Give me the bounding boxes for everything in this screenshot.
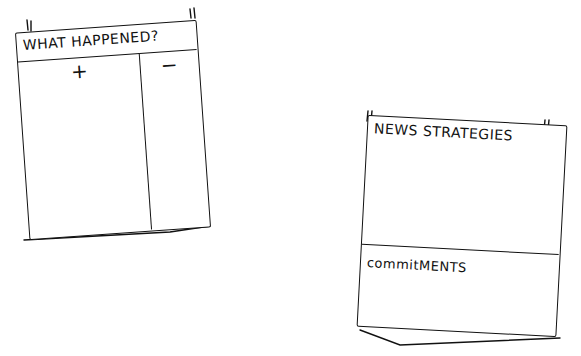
column-heading: + xyxy=(18,54,140,86)
flipchart-sheet: NEWS STRATEGIES commitMENTS xyxy=(357,115,568,337)
binder-clip xyxy=(27,20,31,31)
section-area: commitMENTS xyxy=(358,244,559,335)
column-heading: − xyxy=(140,50,199,78)
column-area: + xyxy=(18,53,152,238)
flipchart-sheet: WHAT HAPPENED?+− xyxy=(15,20,211,240)
binder-clip xyxy=(190,8,195,18)
column-area: − xyxy=(140,49,209,230)
sheet-heading: commitMENTS xyxy=(361,245,559,280)
sheet-heading: NEWS STRATEGIES xyxy=(367,116,566,151)
